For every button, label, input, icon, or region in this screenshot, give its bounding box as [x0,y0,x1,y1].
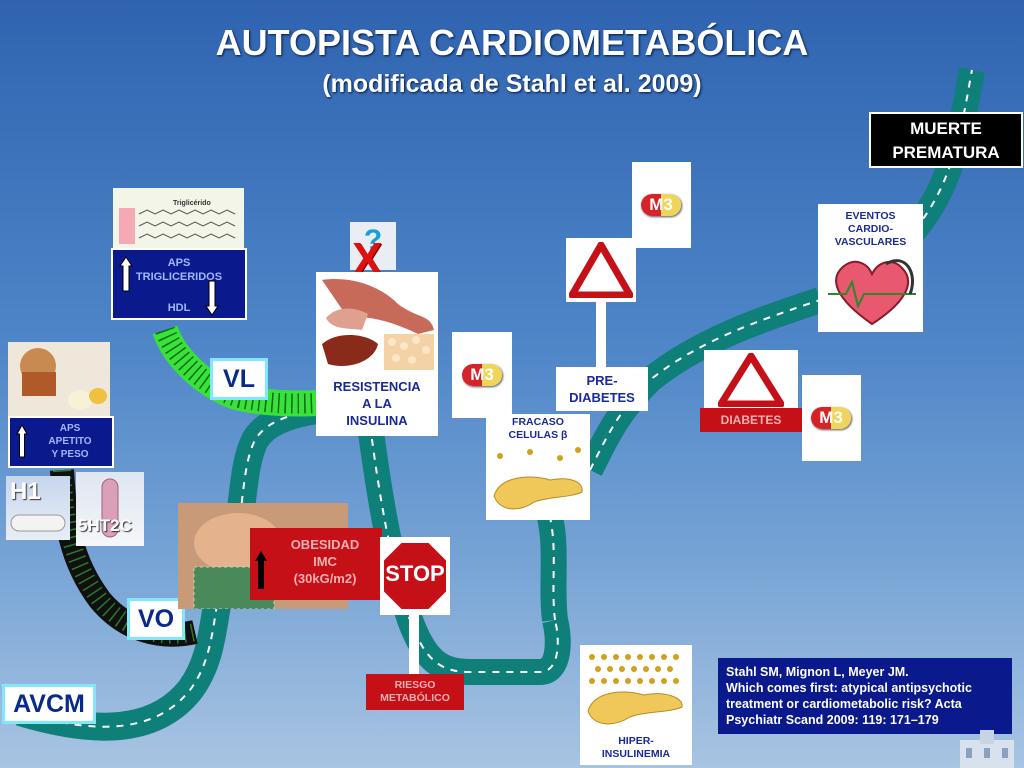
building-icon [960,730,1014,768]
molecule-icon [119,208,236,244]
resistencia-line-3: INSULINA [346,413,408,428]
muerte-line-2: PREMATURA [892,143,1000,162]
trigliceride-label: Triglicérido [173,200,211,207]
prediabetes-label-box: PRE- DIABETES [556,367,648,411]
arrow-up-icon [16,424,28,458]
pancreas-icon [587,654,683,725]
eventos-cardiovasculares-card: EVENTOS CARDIO- VASCULARES [818,204,923,332]
arrow-up-icon [119,256,133,292]
trigliceride-molecule-card: Triglicérido [113,188,244,250]
warning-triangle-icon [569,242,633,298]
page-subtitle: (modificada de Stahl et al. 2009) [322,70,702,98]
question-card: ? [350,222,396,270]
muerte-line-1: MUERTE [910,119,982,138]
food-icon [20,348,107,410]
reference-line-2: Which comes first: atypical antipsychoti… [726,681,972,695]
h1-receptor-card: H1 [6,476,70,540]
ht2c-label: 5HT2C [78,516,132,535]
aps-tg-line-2: TRIGLICERIDOS [135,271,223,283]
resistencia-insulina-card: RESISTENCIA A LA INSULINA [316,272,438,436]
aps-tg-line-1: APS [167,257,191,269]
stop-sign-icon [382,541,448,611]
arrow-up-icon [255,551,267,589]
aps-apetito-box: APS APETITO Y PESO [8,416,114,468]
prediabetes-line-1: PRE- [586,373,618,388]
obesidad-line-1: OBESIDAD [290,537,360,552]
hiper-line-1: HIPER- [618,735,654,747]
m3-capsule: M3 [462,364,502,386]
stop-sign-card: STOP [380,537,450,615]
reference-line-3: treatment or cardiometabolic risk? Acta [726,697,962,711]
prediabetes-warning-card [566,238,636,302]
diabetes-warning-card [704,350,798,410]
h1-label: H1 [10,478,41,505]
heart-icon [828,259,916,326]
ht2c-receptor-card: 5HT2C [76,472,144,546]
resistencia-line-2: A LA [362,396,392,411]
question-mark: ? [363,224,383,257]
eating-person-photo [8,342,110,416]
aps-apetito-line-2: APETITO [48,436,92,447]
prediabetes-line-2: DIABETES [569,390,635,405]
reference-box: Stahl SM, Mignon L, Meyer JM. Which come… [718,658,1012,734]
aps-trigliceridos-box: APS TRIGLICERIDOS HDL [111,248,247,320]
obesidad-line-2: IMC [313,554,337,569]
arrow-down-icon [205,280,219,316]
m3-capsule: M3 [641,194,681,216]
vl-tag: VL [210,358,268,400]
riesgo-metabolico-box: RIESGO METABÓLICO [366,674,464,710]
avcm-tag: AVCM [2,684,96,724]
eventos-label: EVENTOS CARDIO- VASCULARES [818,210,923,249]
pink-pill-icon [101,478,119,538]
fracaso-line-2: CELULAS β [508,429,568,441]
vo-tag: VO [127,598,185,640]
eventos-line-1: EVENTOS [845,210,896,222]
aps-apetito-line-3: Y PESO [51,449,89,460]
hiper-line-2: INSULINEMIA [601,748,671,760]
m3-card-top: M3 [632,162,691,248]
obesidad-line-3: (30kG/m2) [293,571,357,586]
riesgo-line-2: METABÓLICO [380,692,450,704]
aps-apetito-line-1: APS [59,423,81,434]
fracaso-celulas-card: FRACASO CELULAS β [486,414,590,520]
fracaso-line-1: FRACASO [512,416,564,428]
warning-triangle-icon [718,353,784,407]
resistencia-line-1: RESISTENCIA [333,379,421,394]
obesidad-box: OBESIDAD IMC (30kG/m2) [250,528,382,600]
page-title: AUTOPISTA CARDIOMETABÓLICA [215,22,809,63]
aps-tg-hdl: HDL [167,302,191,314]
m3-card-middle: M3 [452,332,512,418]
muscle-liver-fat-icon [322,279,434,370]
white-pill-icon [10,514,66,532]
reference-line-4: Psychiatr Scand 2009: 119: 171–179 [726,713,939,727]
stop-label: STOP [385,561,445,586]
eventos-line-3: VASCULARES [834,236,907,248]
reference-line-1: Stahl SM, Mignon L, Meyer JM. [726,665,909,679]
muerte-prematura-box: MUERTE PREMATURA [869,112,1023,168]
hiperinsulinemia-card: HIPER- INSULINEMIA [580,645,692,765]
diabetes-label: DIABETES [700,408,802,432]
m3-capsule: M3 [811,407,851,429]
m3-card-right: M3 [802,375,861,461]
riesgo-line-1: RIESGO [394,679,436,691]
eventos-line-2: CARDIO- [848,223,893,235]
pancreas-icon [493,447,583,510]
